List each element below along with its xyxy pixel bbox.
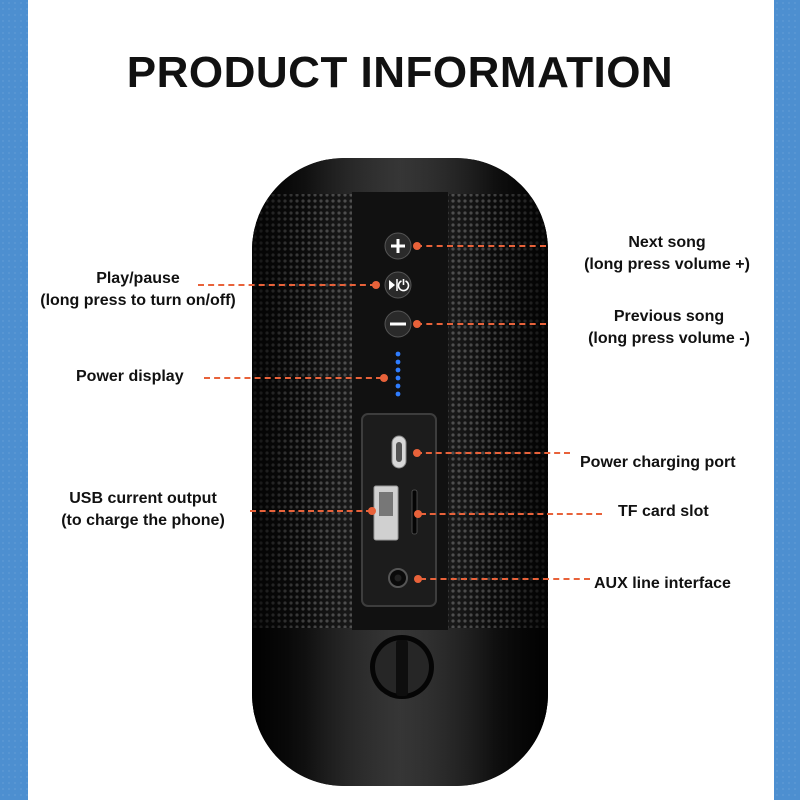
leader-aux	[420, 578, 590, 580]
strap-slot	[370, 635, 434, 699]
label-aux: AUX line interface	[594, 575, 731, 592]
leader-previous-song	[416, 323, 546, 325]
label-usb-output-line2: (to charge the phone)	[61, 512, 225, 529]
play-pause-power-icon	[384, 271, 412, 299]
power-led-indicators	[395, 351, 401, 397]
label-next-song: Next song (long press volume +)	[560, 232, 774, 276]
label-power-display: Power display	[76, 368, 184, 385]
leader-dot-charging-port	[413, 449, 421, 457]
leader-dot-tf-slot	[414, 510, 422, 518]
plus-icon	[384, 232, 412, 260]
label-previous-song: Previous song (long press volume -)	[566, 306, 772, 350]
left-blue-border	[0, 0, 28, 800]
leader-dot-play-pause	[372, 281, 380, 289]
leader-dot-power-display	[380, 374, 388, 382]
label-previous-song-line1: Previous song	[613, 308, 725, 325]
leader-usb-output	[250, 510, 372, 512]
page-title: PRODUCT INFORMATION	[126, 48, 674, 97]
label-next-song-line2: (long press volume +)	[584, 256, 750, 273]
leader-tf-slot	[420, 513, 602, 515]
leader-dot-previous-song	[413, 320, 421, 328]
leader-dot-usb-output	[368, 507, 376, 515]
label-play-pause: Play/pause (long press to turn on/off)	[20, 268, 256, 312]
leader-dot-next-song	[413, 242, 421, 250]
label-tf-slot: TF card slot	[618, 503, 709, 520]
leader-next-song	[416, 245, 546, 247]
minus-icon	[384, 310, 412, 338]
label-next-song-line1: Next song	[628, 234, 706, 251]
label-usb-output-line1: USB current output	[69, 490, 217, 507]
leader-power-display	[204, 377, 382, 379]
leader-charging-port	[416, 452, 570, 454]
label-previous-song-line2: (long press volume -)	[588, 330, 750, 347]
label-charging-port: Power charging port	[580, 454, 736, 471]
label-play-pause-line1: Play/pause	[96, 270, 180, 287]
right-blue-border	[774, 0, 800, 800]
label-usb-output: USB current output (to charge the phone)	[40, 488, 246, 532]
leader-play-pause	[198, 284, 376, 286]
leader-dot-aux	[414, 575, 422, 583]
label-play-pause-line2: (long press to turn on/off)	[40, 292, 236, 309]
